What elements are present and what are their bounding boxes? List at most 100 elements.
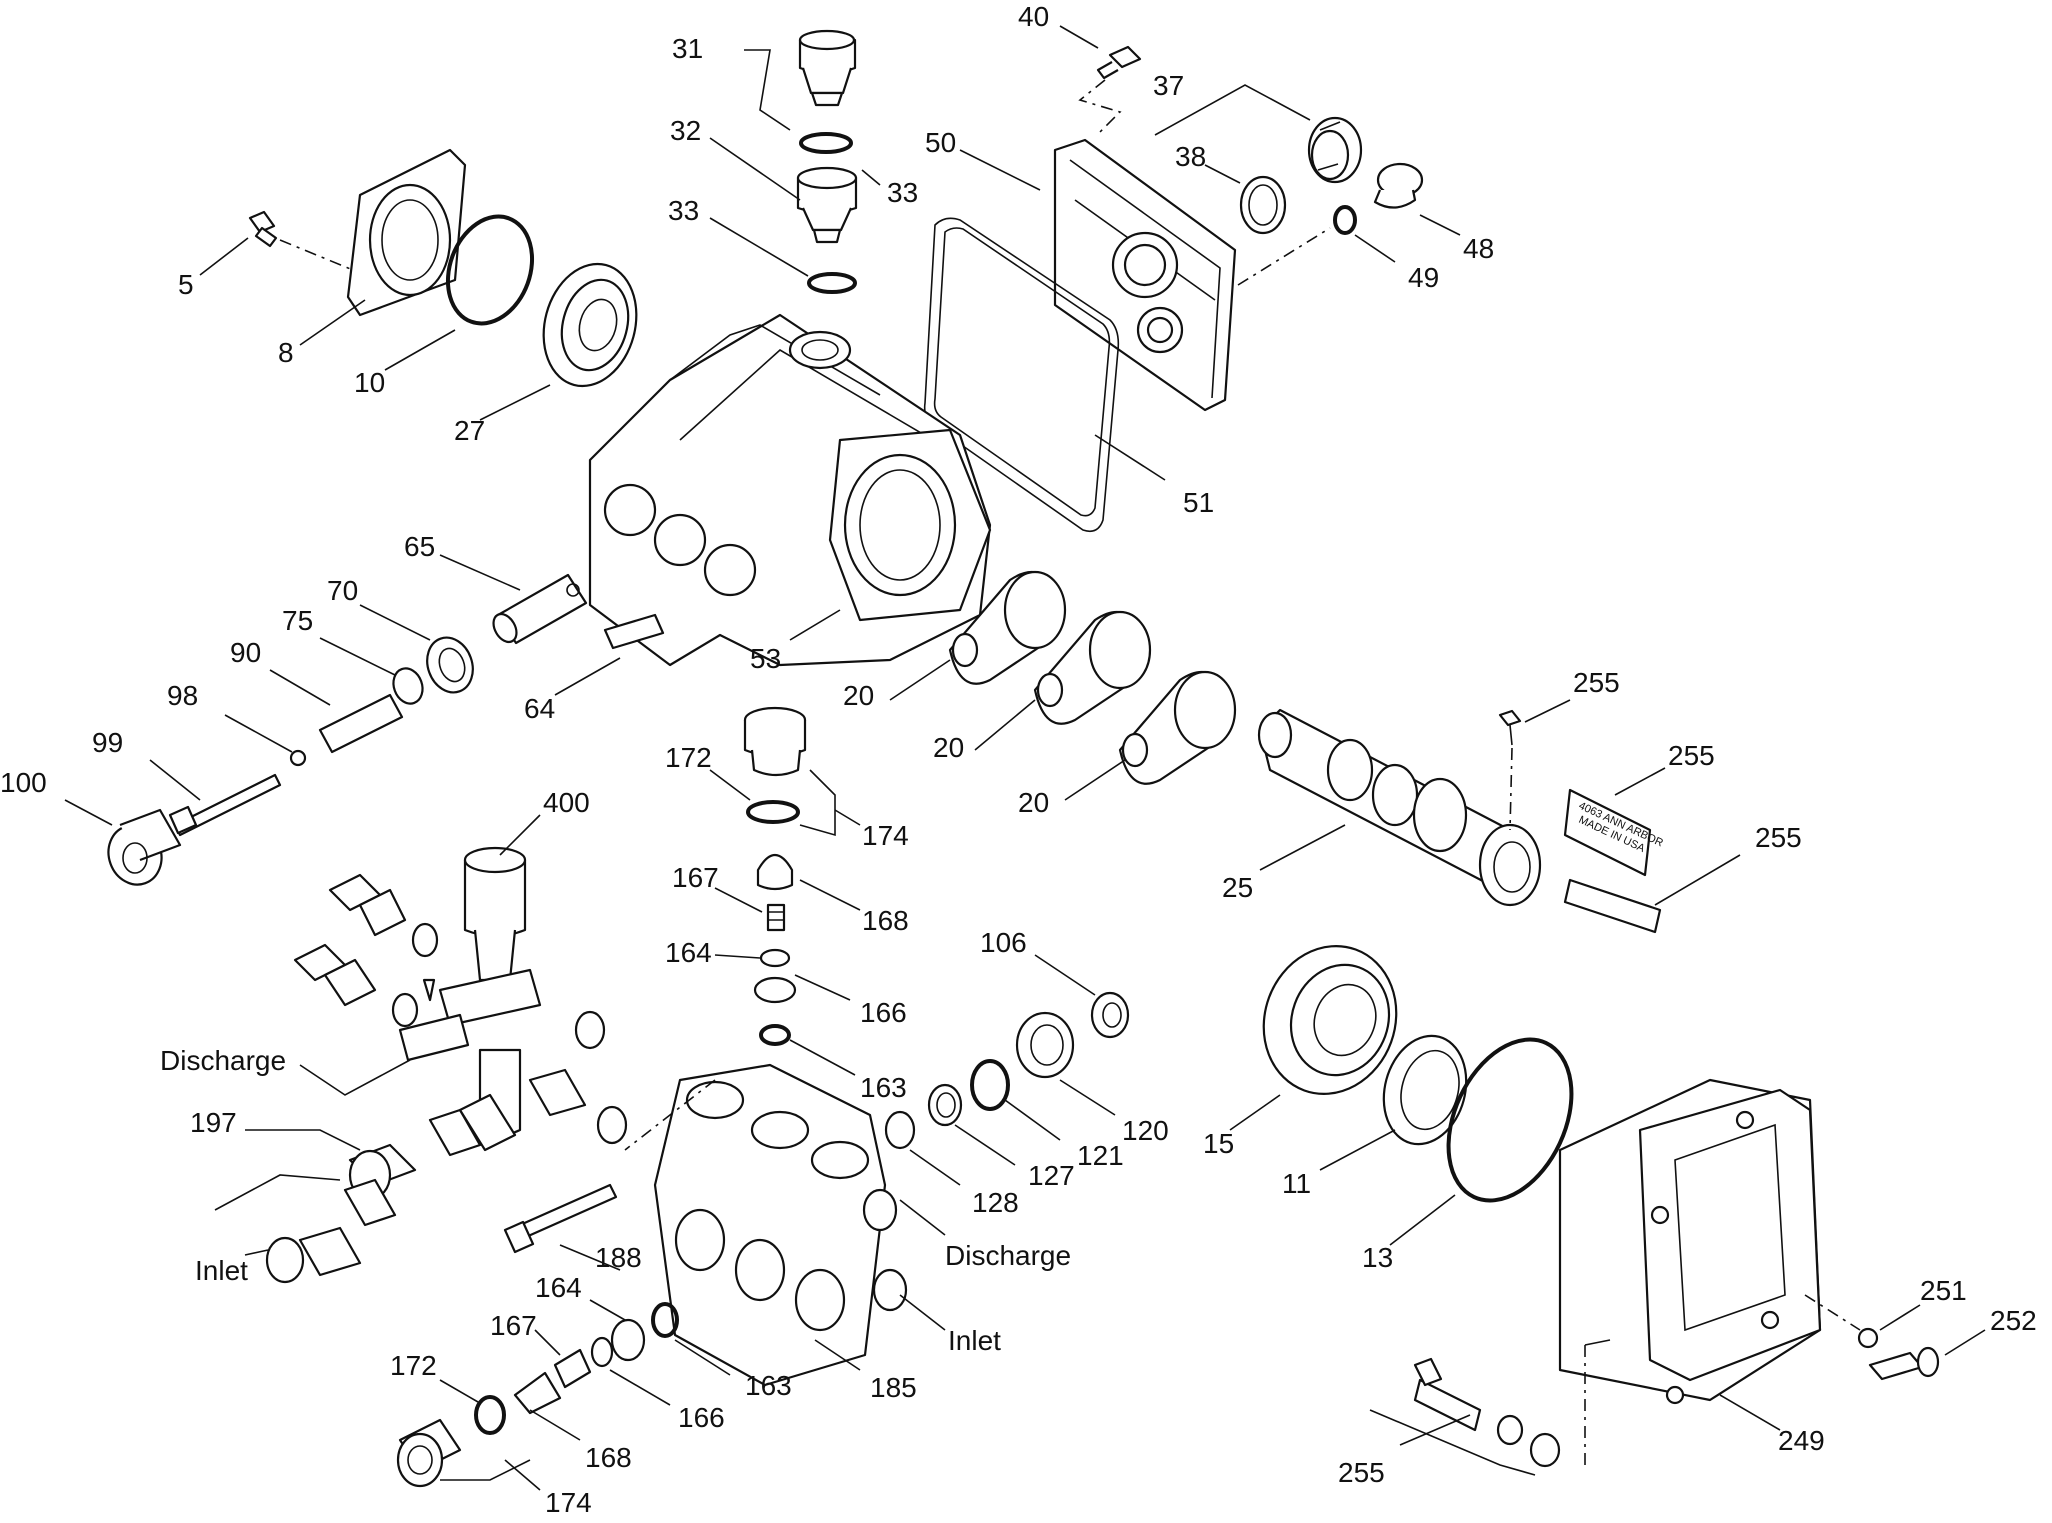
- leader-164b: [589, 1299, 626, 1321]
- leader-70: [359, 604, 431, 641]
- leader-174b: [440, 1459, 531, 1481]
- leader-13: [1389, 1194, 1456, 1246]
- washer-upper: [411, 922, 439, 958]
- plunger-rod-65: [492, 573, 588, 645]
- seal-retainer-120: [1015, 1011, 1075, 1079]
- leader-127: [954, 1124, 1016, 1166]
- leader-255a: [1524, 699, 1571, 723]
- leader-168b: [529, 1409, 581, 1441]
- callout-25: 25: [1222, 872, 1253, 903]
- leader-37: [1154, 84, 1311, 136]
- callout-98: 98: [167, 680, 198, 711]
- valve-168-lower: [513, 1371, 562, 1415]
- callout-167-lower: 167: [490, 1310, 537, 1341]
- washer-98: [289, 749, 307, 767]
- callout-10: 10: [354, 367, 385, 398]
- callout-168-lower: 168: [585, 1442, 632, 1473]
- leader-164a: [714, 954, 761, 959]
- leader-106: [1034, 954, 1096, 996]
- callout-185: 185: [870, 1372, 917, 1403]
- leader-48: [1419, 214, 1461, 236]
- callout-32: 32: [670, 115, 701, 146]
- oring-121: [970, 1059, 1010, 1111]
- callout-172-upper: 172: [665, 742, 712, 773]
- ring-128: [884, 1110, 916, 1150]
- leader-90: [269, 669, 331, 706]
- washer-251: [1857, 1327, 1879, 1349]
- seat-166-upper: [753, 976, 797, 1004]
- leader-99: [149, 759, 201, 801]
- callout-33-lower: 33: [668, 195, 699, 226]
- label-inlet-right: Inlet: [948, 1325, 1001, 1356]
- axis-255: [1509, 747, 1513, 831]
- oring-10: [445, 214, 535, 326]
- bearing-flange-8: [346, 148, 467, 317]
- callout-38: 38: [1175, 141, 1206, 172]
- callout-166-upper: 166: [860, 997, 907, 1028]
- leader-120: [1059, 1079, 1116, 1116]
- bearing-15: [1262, 944, 1398, 1096]
- callout-20-c: 20: [1018, 787, 1049, 818]
- seat-166-lower: [610, 1318, 646, 1362]
- axis-255-hook: [1584, 1339, 1611, 1346]
- leader-128: [909, 1149, 961, 1186]
- leader-50: [959, 149, 1041, 191]
- leader-163a: [789, 1039, 856, 1076]
- callout-15: 15: [1203, 1128, 1234, 1159]
- leader-64: [554, 657, 621, 696]
- leader-38: [1204, 164, 1241, 184]
- callout-100: 100: [0, 767, 47, 798]
- leader-5: [199, 237, 249, 276]
- leader-197-2: [214, 1174, 341, 1211]
- plug-37: [1307, 116, 1363, 184]
- label-inlet-left: Inlet: [195, 1255, 248, 1286]
- callout-197: 197: [190, 1107, 237, 1138]
- leader-32: [709, 137, 801, 201]
- connecting-rod-20-a: [948, 570, 1067, 685]
- callout-255-decal: 255: [1668, 740, 1715, 771]
- callout-13: 13: [1362, 1242, 1393, 1273]
- callout-255-bolt: 255: [1338, 1457, 1385, 1488]
- leader-167a: [714, 887, 763, 913]
- leader-discharge-right: [899, 1199, 946, 1236]
- callout-251: 251: [1920, 1275, 1967, 1306]
- bearing-27: [542, 262, 638, 388]
- leader-251: [1879, 1304, 1921, 1331]
- seal-70: [426, 636, 474, 694]
- oring-172-upper: [746, 800, 800, 824]
- callout-255-screw: 255: [1573, 667, 1620, 698]
- leader-75: [319, 637, 396, 676]
- label-discharge-right: Discharge: [945, 1240, 1071, 1271]
- callout-20-b: 20: [933, 732, 964, 763]
- callout-49: 49: [1408, 262, 1439, 293]
- leader-20b: [974, 699, 1036, 751]
- callout-106: 106: [980, 927, 1027, 958]
- leader-168a: [799, 879, 861, 911]
- washer-right-lower: [596, 1105, 628, 1145]
- callout-70: 70: [327, 575, 358, 606]
- callout-75: 75: [282, 605, 313, 636]
- rear-cover-50: [1053, 138, 1237, 412]
- callout-249: 249: [1778, 1425, 1825, 1456]
- screw-255-decal: [1498, 709, 1522, 746]
- leader-252: [1944, 1329, 1986, 1356]
- leader-255d-2: [1399, 1414, 1471, 1446]
- callout-65: 65: [404, 531, 435, 562]
- connecting-rod-20-b: [1033, 610, 1152, 725]
- oring-13: [1446, 1037, 1574, 1203]
- leader-188: [559, 1244, 621, 1271]
- leader-65: [439, 554, 521, 591]
- axis-5: [279, 239, 366, 276]
- leader-33b: [709, 217, 809, 277]
- callout-33-upper: 33: [887, 177, 918, 208]
- valve-32: [796, 166, 858, 244]
- oring-33-upper: [799, 132, 853, 154]
- leader-20a: [889, 659, 951, 701]
- oring-49: [1333, 205, 1357, 235]
- crankcase-53: [588, 313, 992, 667]
- connecting-rod-20-c: [1118, 670, 1237, 785]
- leader-249: [1719, 1394, 1781, 1431]
- spring-167-lower: [553, 1348, 592, 1389]
- leader-197: [245, 1129, 361, 1151]
